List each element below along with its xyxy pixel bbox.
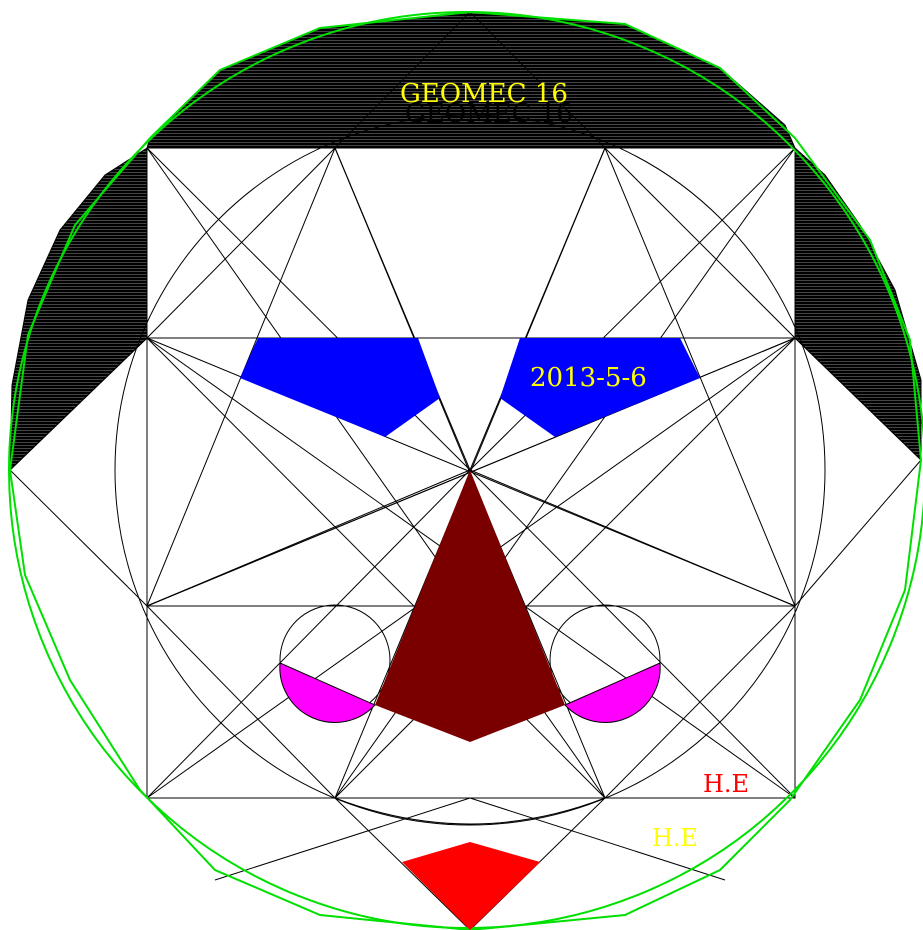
- hair-icon: [9, 11, 922, 472]
- left-eye: [240, 338, 440, 437]
- outer-polygon: [8, 10, 923, 930]
- right-eye: [500, 338, 700, 437]
- signature-red: H.E: [703, 770, 749, 798]
- nose-icon: [375, 470, 565, 742]
- signature-yellow: H.E: [652, 824, 698, 852]
- title-main: GEOMEC 16: [400, 79, 568, 109]
- date-label: 2013-5-6: [530, 363, 647, 393]
- construction-lines: [9, 11, 922, 930]
- hair-right: [794, 146, 922, 462]
- hair-left: [9, 147, 148, 472]
- eyes-icon: [240, 338, 700, 437]
- left-cheek: [279, 662, 376, 723]
- title-shadow: GEOMEC 16: [405, 99, 573, 129]
- right-cheek: [564, 662, 661, 723]
- cheeks-icon: [279, 662, 661, 723]
- mouth-icon: [402, 842, 540, 930]
